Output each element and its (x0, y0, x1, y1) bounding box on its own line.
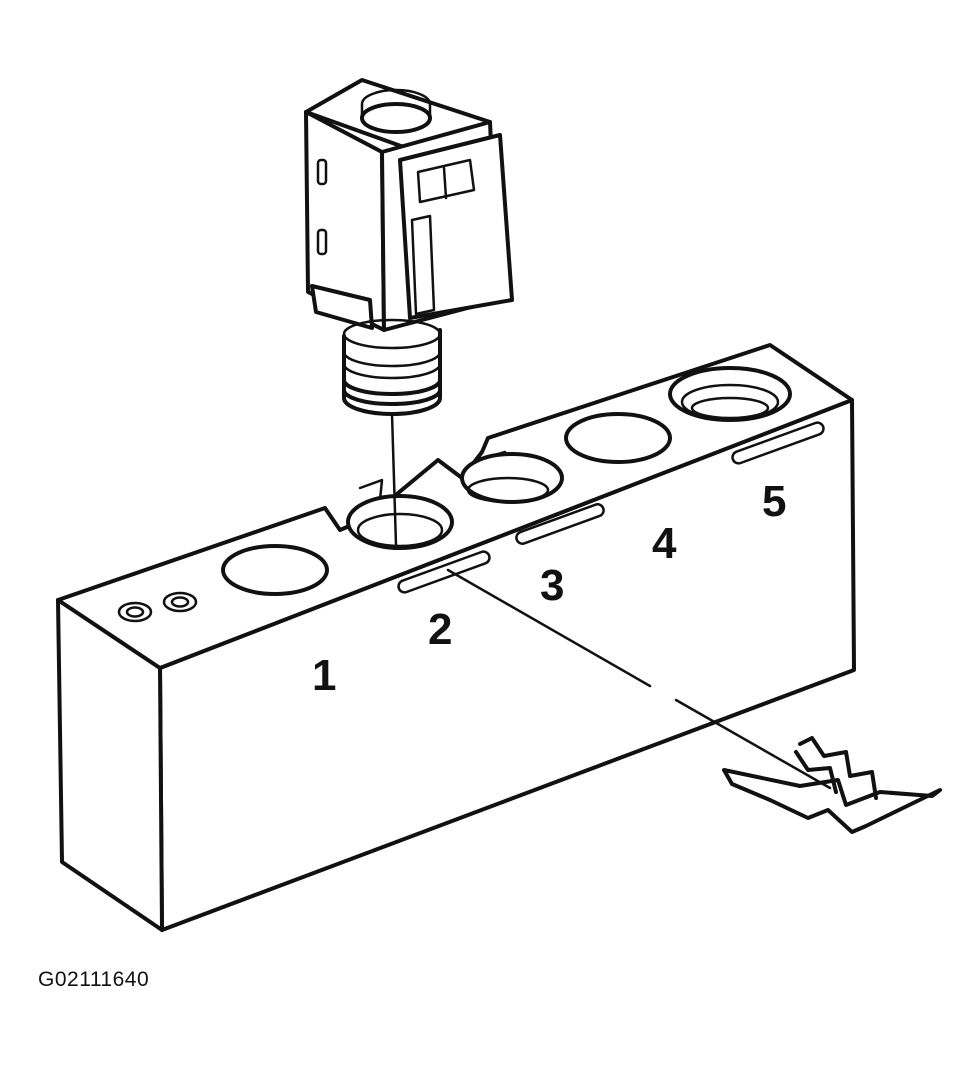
installation-guide-line (390, 412, 398, 547)
retaining-clip-leg (794, 750, 838, 794)
bore-4 (564, 412, 672, 464)
figure-id: G02111640 (38, 968, 150, 991)
solenoid-connector-tab (410, 214, 436, 316)
position-label: 4 (652, 519, 677, 568)
clip-slot (731, 421, 825, 465)
solenoid-cap (360, 102, 432, 134)
pilot-hole (162, 591, 198, 613)
solenoid (304, 78, 514, 416)
clip-slots (397, 421, 825, 594)
position-label: 5 (762, 477, 786, 526)
valve-body (56, 343, 856, 932)
clip-leader-line (674, 698, 832, 790)
solenoid-bores (221, 366, 792, 596)
retaining-clip (722, 736, 942, 834)
solenoid-side-slot (316, 228, 328, 256)
solenoid-thread (342, 362, 442, 380)
solenoid-stem-top (342, 318, 442, 350)
bore-5-inner-2 (690, 396, 770, 420)
solenoid-thread (342, 350, 442, 368)
bore-1 (221, 544, 329, 596)
pilot-hole (117, 601, 153, 623)
solenoid-cap-side (360, 88, 432, 118)
position-label: 1 (312, 651, 336, 700)
bore-3-inner (466, 476, 550, 504)
solenoid-terminal-divider (442, 166, 448, 200)
solenoid-lock-tab (310, 284, 374, 330)
solenoid-o-ring (342, 388, 442, 406)
solenoid-side-slot (316, 158, 328, 186)
position-label: 3 (540, 561, 564, 610)
clip-slot (515, 503, 605, 545)
position-label: 2 (428, 605, 452, 654)
position-labels: 1 2 3 4 5 (312, 477, 786, 700)
retaining-clip-body (722, 768, 942, 834)
retaining-clip-leg (798, 736, 878, 800)
pilot-holes (117, 591, 198, 623)
solenoid-o-ring (342, 378, 442, 396)
bore-2-inner (356, 512, 444, 548)
pilot-hole (125, 606, 145, 618)
pilot-hole (170, 596, 190, 608)
bore-2 (346, 494, 454, 550)
clip-slot (397, 550, 491, 594)
clip-leader-line (446, 568, 652, 688)
